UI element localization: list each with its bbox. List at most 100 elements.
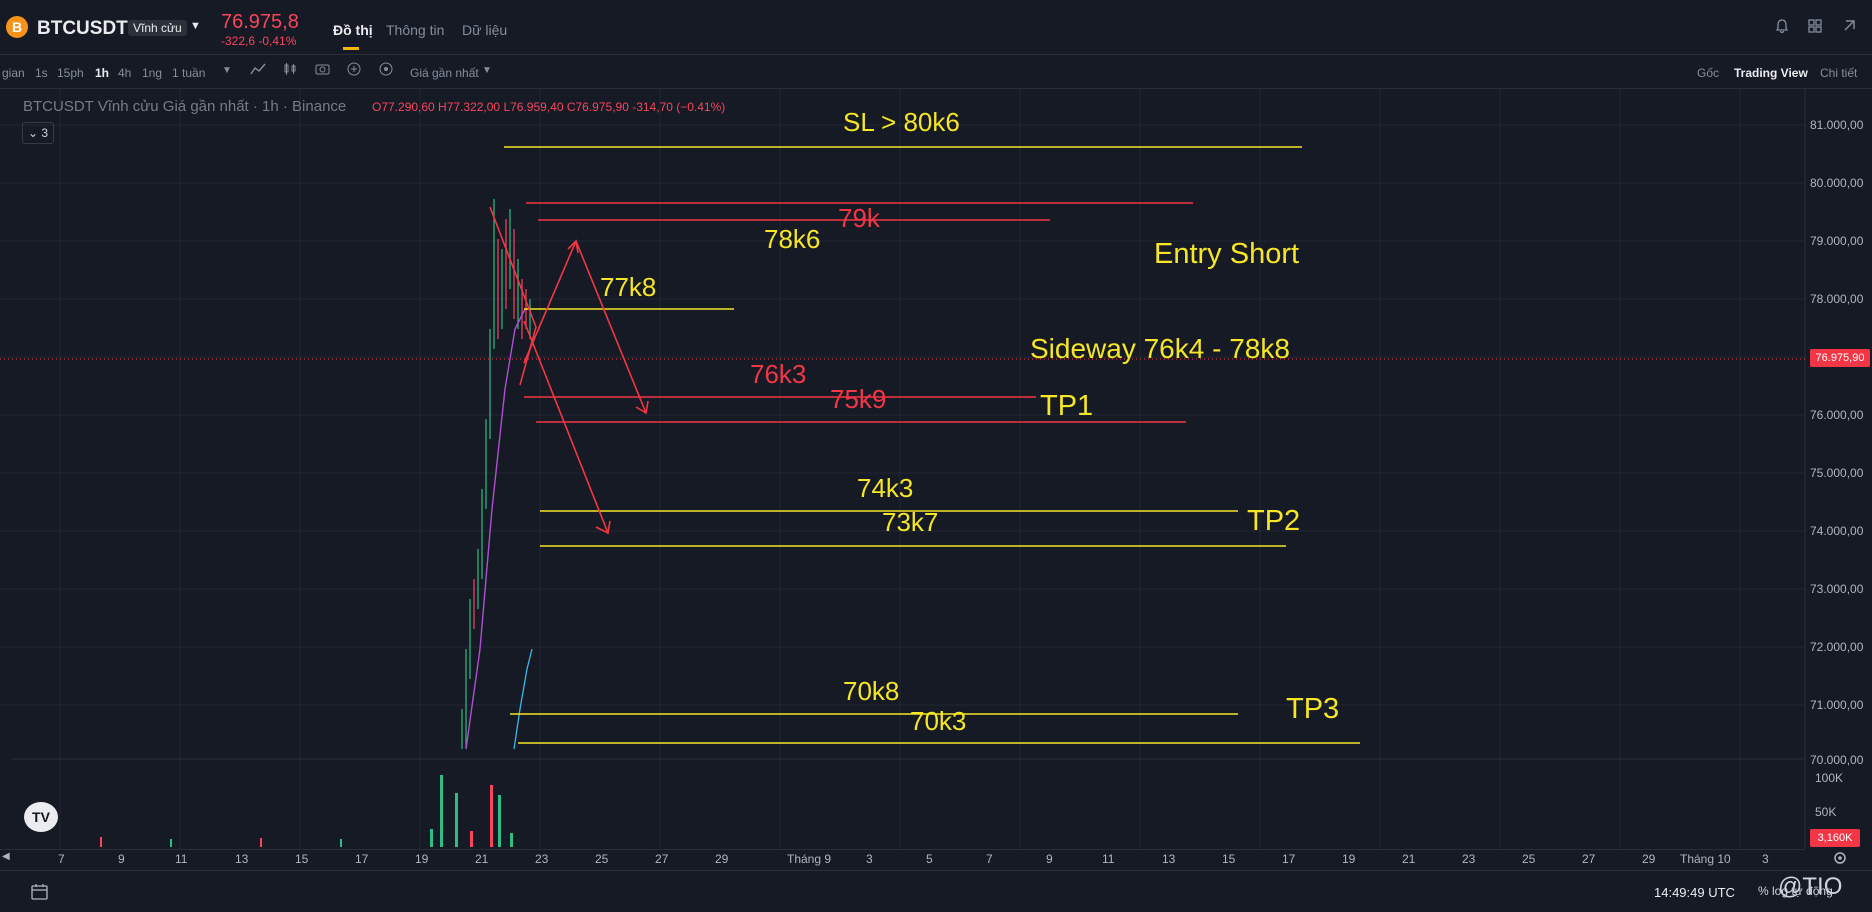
price-tick: 72.000,00 [1810,640,1864,654]
price-type-select[interactable]: Giá gần nhất [410,66,479,80]
scale-options[interactable]: % log tự động [1758,884,1833,898]
chart-area[interactable] [0,89,1872,849]
contract-type-badge: Vĩnh cửu [128,20,187,36]
bitcoin-icon: B [6,16,28,38]
indicator-toggle[interactable]: ⌄ 3 [22,122,54,144]
trend-arrows [489,206,649,535]
up-arrow [523,239,579,364]
annotation-74k3: 74k3 [857,473,914,503]
time-tick: 5 [926,852,933,866]
time-tick: 27 [1582,852,1596,866]
annotation-sideway: Sideway 76k4 - 78k8 [1030,333,1290,364]
candle-type-icon[interactable] [283,62,297,79]
annotation-tp2: TP2 [1247,505,1301,537]
annotation-tp3: TP3 [1286,693,1340,725]
time-tick: 23 [535,852,549,866]
volume-tick: 50K [1815,805,1837,819]
time-tick: 11 [175,852,188,866]
calendar-icon[interactable] [30,883,50,901]
time-tick: 9 [1046,852,1053,866]
layout-grid-icon[interactable] [1806,18,1824,36]
tab-info[interactable]: Thông tin [386,22,445,38]
price-tick: 76.000,00 [1810,408,1864,422]
time-tick: Tháng 9 [787,852,832,866]
chart-legend-title: BTCUSDT Vĩnh cửu Giá gần nhất · 1h · Bin… [23,98,347,115]
annotation-78k6: 78k6 [764,224,821,254]
chart-canvas[interactable] [0,89,1872,849]
time-tick: Tháng 10 [1680,852,1731,866]
time-tick: 13 [1162,852,1176,866]
scroll-left-icon[interactable]: ◀ [2,851,10,862]
moving-average-line [465,308,526,750]
timeframe-4h[interactable]: 4h [118,66,132,80]
time-tick: 7 [58,852,65,866]
volume-bars [100,775,513,847]
chevron-down-icon: ⌄ [27,126,42,140]
time-tick: 9 [118,852,125,866]
time-tick: 15 [1222,852,1236,866]
tradingview-logo[interactable]: TV [24,802,58,832]
price-tick: 71.000,00 [1810,698,1864,712]
time-tick: 21 [1402,852,1416,866]
timeframe-15m[interactable]: 15ph [57,66,84,80]
annotation-75k9: 75k9 [830,384,887,414]
time-tick: 27 [655,852,669,866]
caret-down-icon[interactable]: ▼ [190,20,201,32]
settings-gear-icon[interactable] [1832,850,1848,866]
price-type-caret-icon[interactable]: ▼ [482,65,492,76]
price-tick: 81.000,00 [1810,118,1864,132]
candlesticks [461,199,531,749]
timeframe-1s[interactable]: 1s [35,66,48,80]
tab-data[interactable]: Dữ liệu [462,22,508,38]
ohlc-values: O77.290,60 H77.322,00 L76.959,40 C76.975… [372,100,726,114]
down-arrow-tp2 [523,320,611,535]
price-tick: 79.000,00 [1810,234,1864,248]
annotation-73k7: 73k7 [882,507,939,537]
price-tick: 80.000,00 [1810,176,1864,190]
active-tab-underline [343,47,359,50]
time-tick: 21 [475,852,489,866]
last-price: 76.975,8 [221,11,299,33]
time-tick: 3 [866,852,873,866]
more-timeframes-caret-icon[interactable]: ▼ [222,65,232,76]
timeframe-1w[interactable]: 1 tuần [172,66,206,80]
bell-icon[interactable] [1773,18,1791,36]
timeframe-1d[interactable]: 1ng [142,66,163,80]
time-tick: 29 [1642,852,1656,866]
camera-icon[interactable] [315,62,330,79]
price-tick: 70.000,00 [1810,753,1864,767]
price-tick: 74.000,00 [1810,524,1864,538]
symbol-name[interactable]: BTCUSDT [37,18,128,39]
annotation-lines [504,146,1360,744]
timeframe-time[interactable]: gian [2,66,25,80]
tab-chart[interactable]: Đồ thị [333,22,373,38]
indicator-count: 3 [41,126,49,140]
timeframe-1h[interactable]: 1h [95,66,110,80]
bottom-bar [0,870,1872,912]
time-tick: 19 [415,852,429,866]
time-tick: 23 [1462,852,1476,866]
view-original[interactable]: Gốc [1697,66,1720,80]
price-tick: 75.000,00 [1810,466,1864,480]
chart-toolbar [0,55,1872,89]
view-depth[interactable]: Chi tiết [1820,66,1858,80]
grid [0,89,1805,849]
annotation-tp1: TP1 [1040,390,1094,422]
time-axis[interactable] [0,849,1805,870]
expand-icon[interactable] [1840,18,1858,36]
time-tick: 19 [1342,852,1356,866]
settings-circle-icon[interactable] [379,62,393,79]
utc-clock[interactable]: 14:49:49 UTC [1654,885,1735,900]
time-tick: 13 [235,852,249,866]
time-tick: 11 [1102,852,1115,866]
view-tradingview[interactable]: Trading View [1734,66,1808,80]
time-tick: 17 [1282,852,1296,866]
time-tick: 25 [1522,852,1536,866]
add-circle-icon[interactable] [347,62,361,79]
time-tick: 15 [295,852,309,866]
time-tick: 17 [355,852,369,866]
indicator-icon[interactable] [250,62,266,79]
annotation-sl: SL > 80k6 [843,107,960,137]
current-volume-tag: 3,160K [1810,829,1860,847]
annotation-entry-short: Entry Short [1154,238,1300,270]
